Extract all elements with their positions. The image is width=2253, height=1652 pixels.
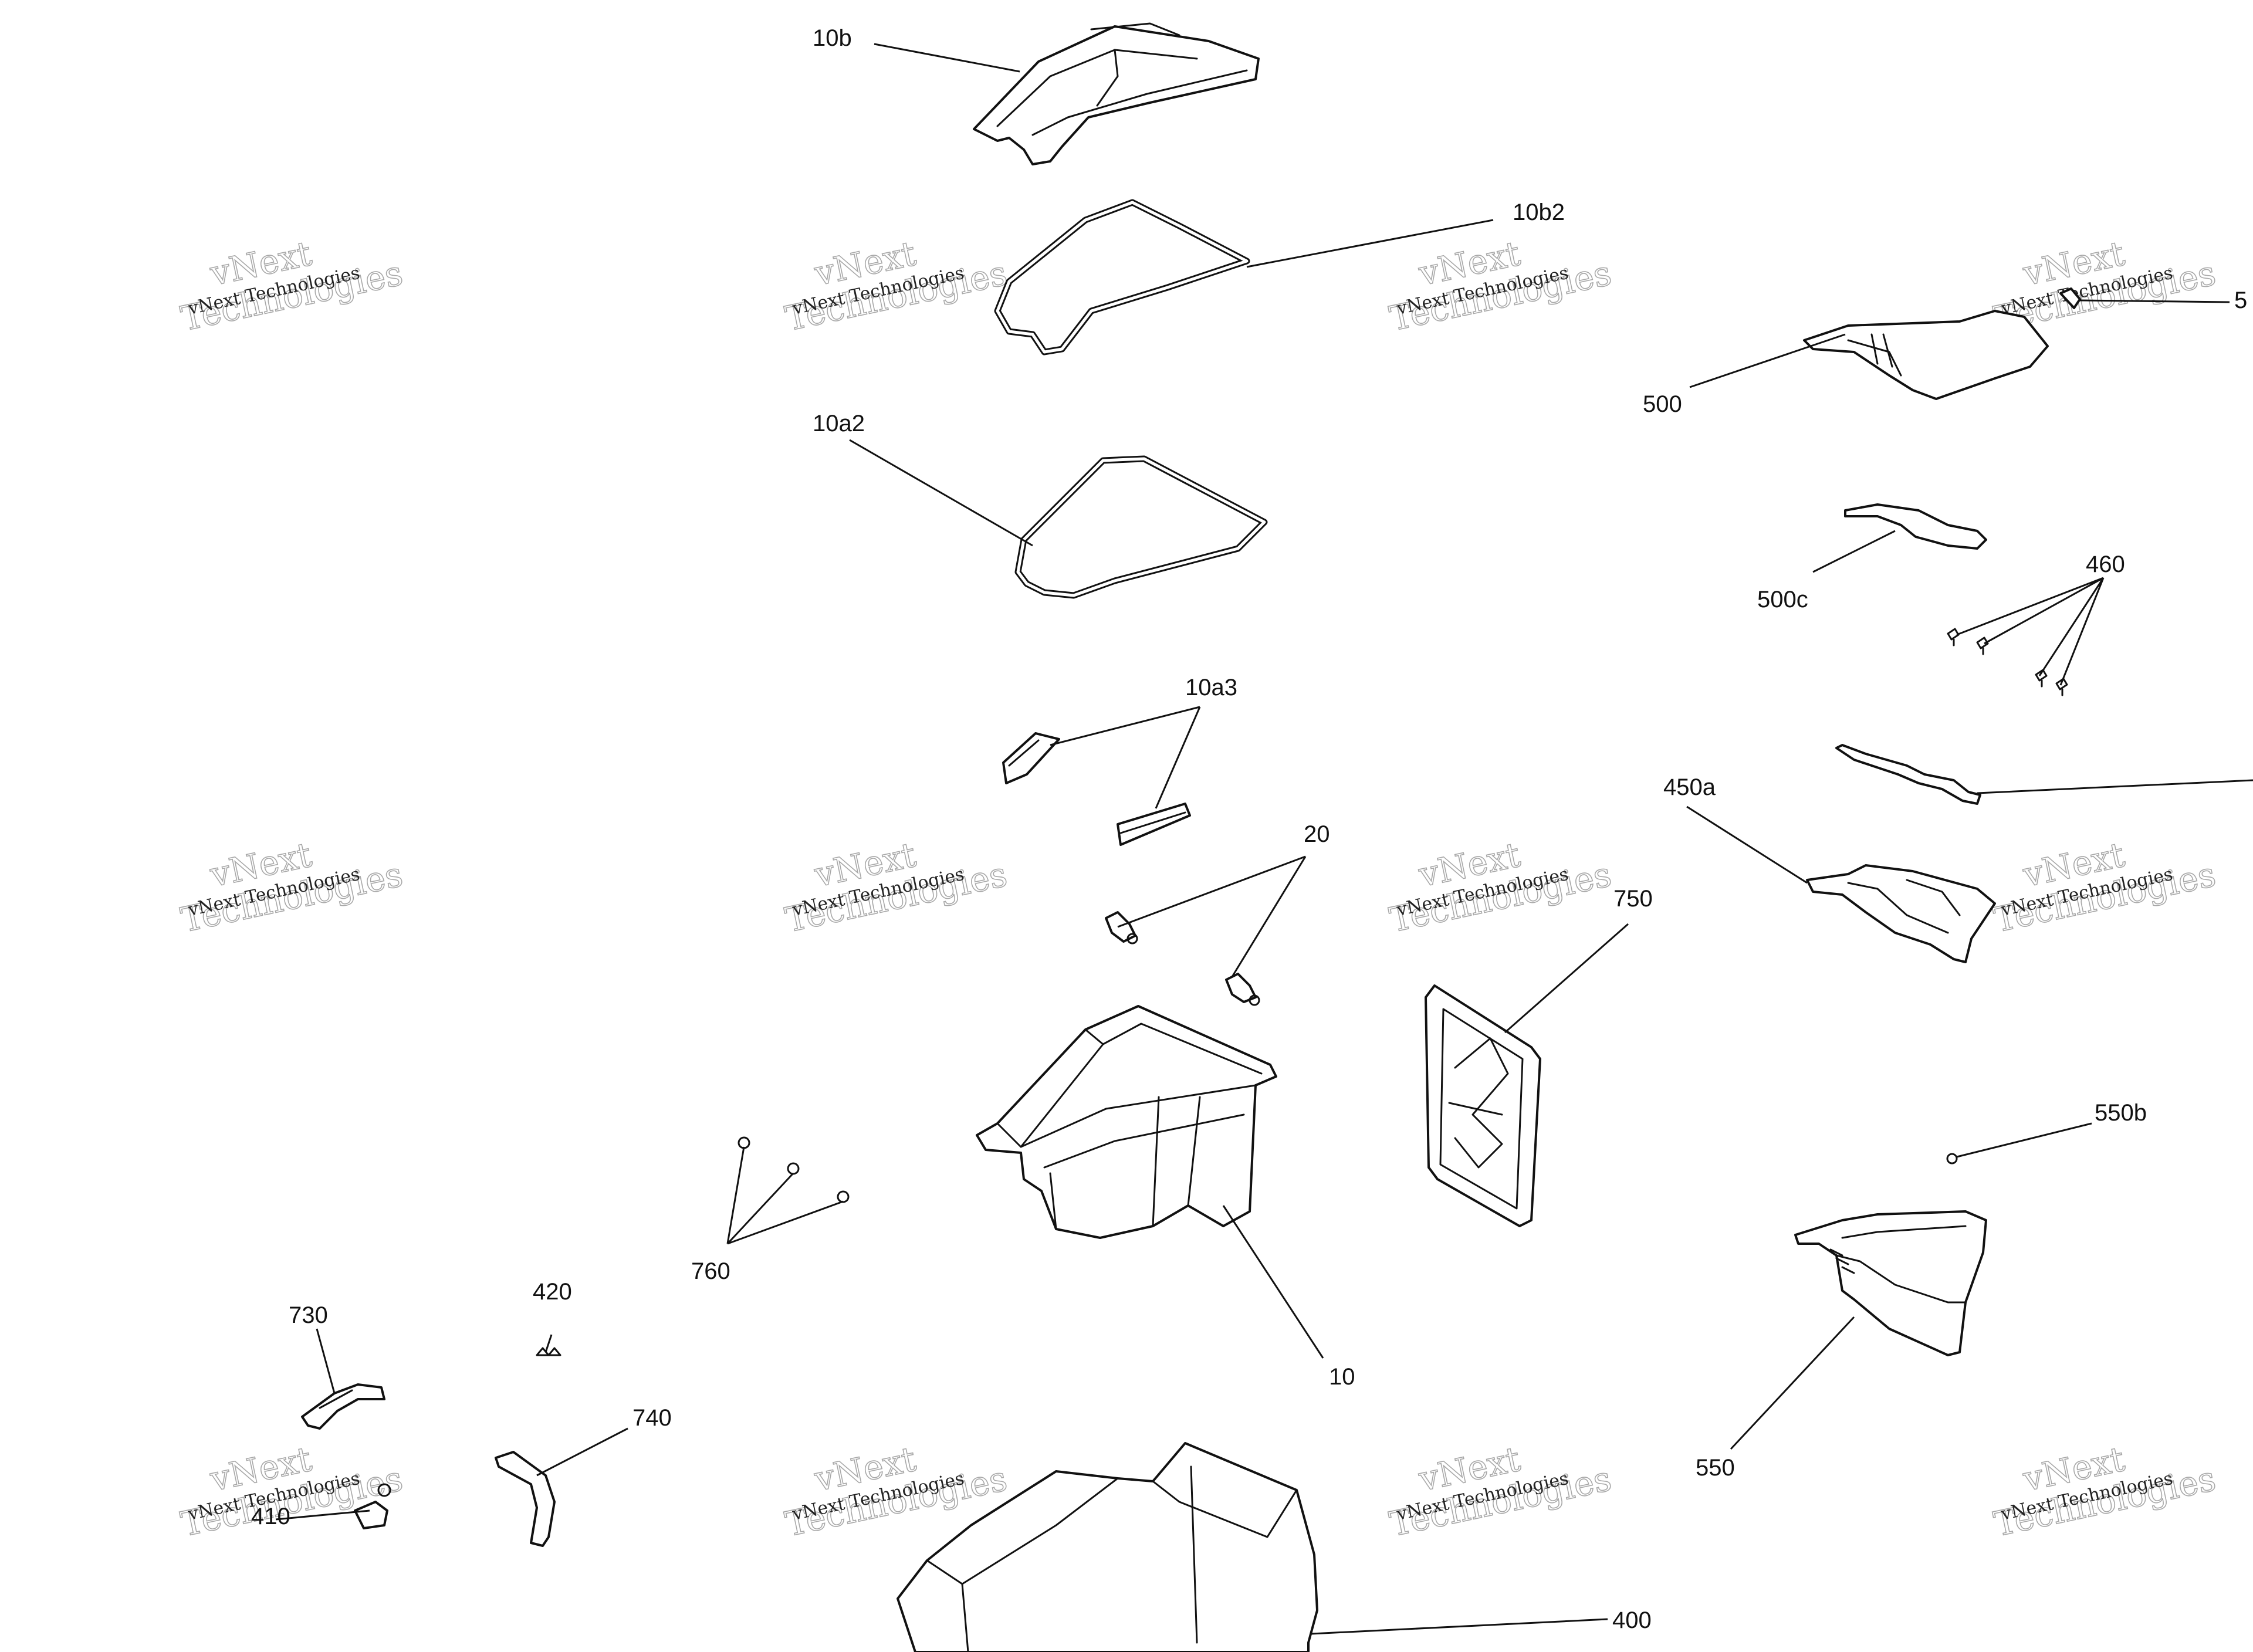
part-500-console: [1803, 310, 2049, 400]
callout-460: 460: [2086, 551, 2125, 577]
callout-400: 400: [1612, 1607, 1652, 1633]
watermark: vNext Technologies vNext Technologies: [1386, 834, 1615, 940]
part-550b-fastener: [1946, 1153, 1958, 1164]
callout-10b: 10b: [813, 25, 852, 51]
part-10a3-pad: [1002, 732, 1060, 784]
callout-410: 410: [251, 1504, 290, 1529]
part-730-handle: [301, 1383, 385, 1430]
part-20-latch: [1105, 911, 1138, 945]
callout-750: 750: [1613, 886, 1653, 912]
watermark: vNext Technologies vNext Technologies: [782, 834, 1011, 940]
callout-730: 730: [289, 1302, 328, 1328]
callout-760: 760: [691, 1258, 730, 1284]
watermark: vNext Technologies vNext Technologies: [1990, 1438, 2220, 1545]
part-450a-bracket: [1806, 864, 1996, 963]
part-wire: [1835, 744, 1981, 805]
part-10-tub: [976, 1005, 1277, 1239]
part-10a2-gasket: [1014, 455, 1268, 599]
callout-5: 5: [2234, 287, 2247, 313]
watermark: vNext Technologies vNext Technologies: [1386, 1438, 1615, 1545]
callout-10b2: 10b2: [1513, 199, 1565, 225]
watermark: vNext Technologies vNext Technologies: [1990, 834, 2220, 940]
callout-labels: 10b 10b2 10a2 10a3 20 750 760 10 420 730…: [251, 25, 2247, 1633]
callout-550b: 550b: [2095, 1100, 2147, 1126]
watermark: vNext Technologies vNext Technologies: [177, 233, 407, 339]
callout-420: 420: [533, 1279, 572, 1305]
callout-550: 550: [1696, 1455, 1735, 1481]
part-760-fastener: [738, 1136, 850, 1203]
callout-10a3: 10a3: [1185, 675, 1237, 700]
part-10a3-pad: [1117, 803, 1191, 846]
part-400-bin: [897, 1442, 1318, 1652]
callout-500c: 500c: [1757, 587, 1808, 612]
callout-450a: 450a: [1663, 774, 1716, 800]
part-5-clip: [2059, 287, 2081, 309]
part-750-mat: [1425, 984, 1541, 1227]
part-740-handle: [495, 1451, 556, 1547]
watermark: vNext Technologies vNext Technologies: [177, 834, 407, 940]
callout-740: 740: [632, 1405, 672, 1431]
part-550-tray: [1794, 1210, 1987, 1356]
watermark: vNext Technologies vNext Technologies: [1386, 233, 1615, 339]
part-20-latch: [1225, 973, 1260, 1006]
leader-lines: [275, 43, 2253, 1635]
callout-10a2: 10a2: [813, 411, 865, 436]
watermark: vNext Technologies vNext Technologies: [782, 233, 1011, 339]
part-500c-trim: [1844, 503, 1987, 550]
part-420-clip: [536, 1347, 561, 1356]
callout-10: 10: [1329, 1364, 1355, 1390]
part-10b-cover: [973, 22, 1260, 165]
callout-20: 20: [1304, 821, 1330, 847]
part-10b2-gasket: [994, 199, 1250, 356]
callout-500: 500: [1643, 391, 1682, 417]
part-410-bracket: [354, 1483, 391, 1529]
